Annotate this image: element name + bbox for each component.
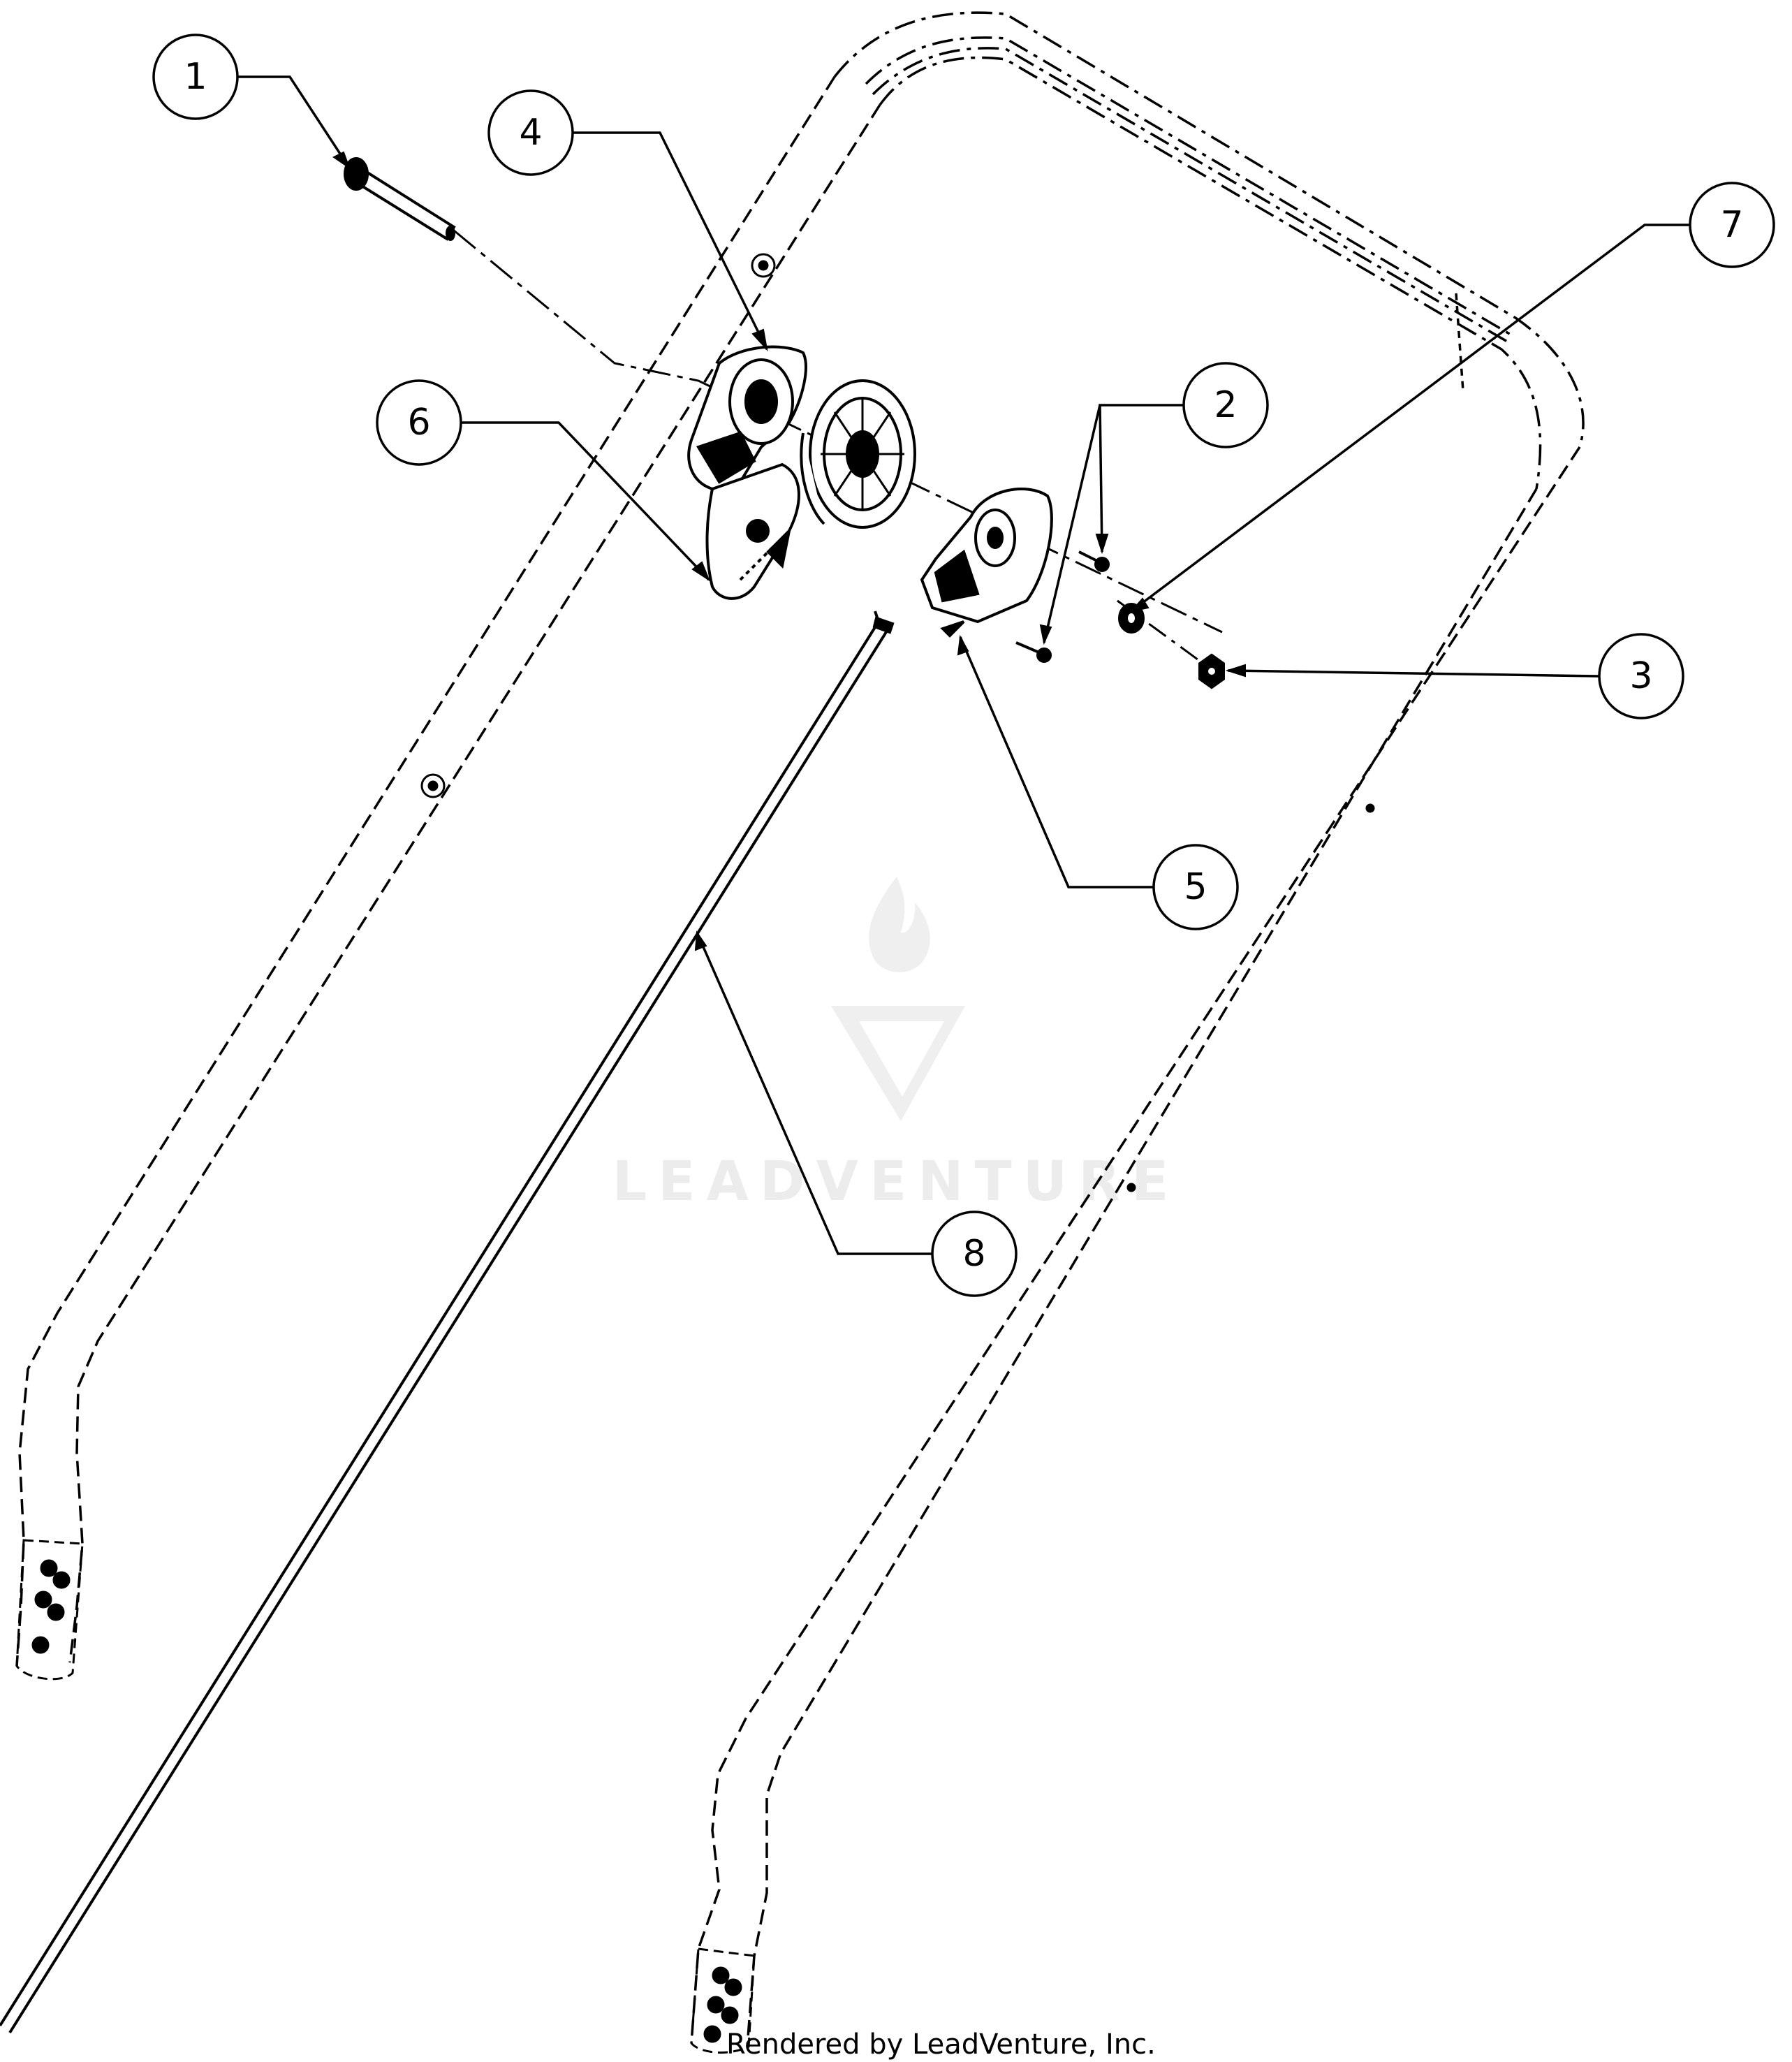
part-6-lever xyxy=(705,462,800,600)
callout-label-3: 3 xyxy=(1629,655,1652,697)
handle-outline xyxy=(15,76,1581,2047)
leader-lines xyxy=(237,75,1690,1255)
part-4-bracket xyxy=(687,345,807,491)
callout-1: 1 xyxy=(152,34,239,120)
arrow-heads xyxy=(332,151,1246,951)
handle-bolts xyxy=(420,253,1375,1192)
part-8-cable xyxy=(0,610,895,2034)
callout-label-6: 6 xyxy=(407,402,430,444)
footer-credit: Rendered by LeadVenture, Inc. xyxy=(726,2028,1156,2061)
part-1-pin xyxy=(344,157,456,241)
callout-label-4: 4 xyxy=(519,112,542,154)
right-handle-bracket xyxy=(690,1947,756,2054)
callout-3: 3 xyxy=(1598,633,1684,719)
callout-2: 2 xyxy=(1182,362,1269,448)
callout-7: 7 xyxy=(1689,182,1775,268)
ratchet-disc xyxy=(800,379,916,529)
part-5-bracket xyxy=(920,488,1053,638)
left-handle-bracket xyxy=(15,1539,84,1681)
callout-label-1: 1 xyxy=(184,56,207,98)
part-3-nut xyxy=(1198,653,1225,689)
callout-label-5: 5 xyxy=(1184,866,1207,908)
callout-4: 4 xyxy=(487,89,574,176)
part-2-screws xyxy=(1015,550,1110,663)
callout-6: 6 xyxy=(376,379,462,466)
callout-8: 8 xyxy=(931,1211,1018,1297)
part-7-washer xyxy=(1118,603,1145,634)
watermark-logo: LEADVENTURE xyxy=(612,877,1180,1213)
callout-label-8: 8 xyxy=(962,1233,985,1275)
callout-5: 5 xyxy=(1152,844,1239,930)
handle-top-bend xyxy=(833,11,1585,490)
callout-label-2: 2 xyxy=(1214,384,1237,426)
watermark-text: LEADVENTURE xyxy=(612,1150,1180,1213)
assembly-axis xyxy=(453,229,1223,634)
callout-label-7: 7 xyxy=(1720,204,1743,246)
